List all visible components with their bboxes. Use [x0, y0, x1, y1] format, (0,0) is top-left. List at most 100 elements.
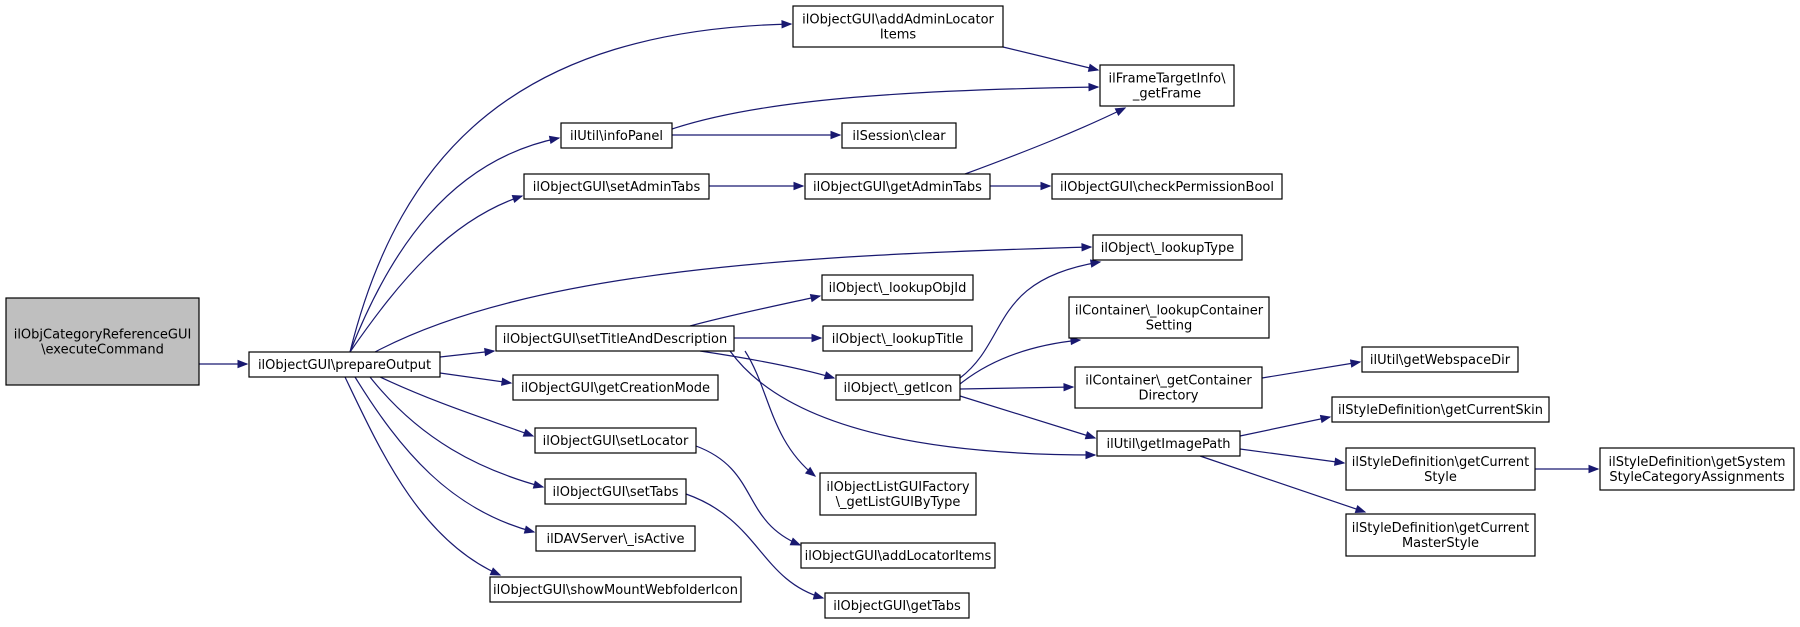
node-box: [835, 374, 961, 401]
edge-setTitleAndDescription-to-getListGUIByType: [744, 350, 817, 477]
node-box: [1096, 430, 1241, 457]
node-box: [534, 427, 697, 454]
node-checkPermissionBool[interactable]: ilObjectGUI\checkPermissionBool: [1051, 173, 1283, 200]
node-getWebspaceDir[interactable]: ilUtil\getWebspaceDir: [1361, 346, 1519, 373]
node-getIcon[interactable]: ilObject\_getIcon: [835, 374, 961, 401]
edge-line: [374, 246, 1092, 353]
node-box: [1099, 64, 1235, 107]
edge-root-to-prepareOutput: [199, 359, 249, 369]
node-label: ilSession\clear: [852, 129, 946, 144]
node-setLocator[interactable]: ilObjectGUI\setLocator: [534, 427, 697, 454]
node-box: [804, 173, 991, 200]
edge-setLocator-to-addLocatorItems: [695, 445, 802, 546]
edge-getImagePath-to-getCurrentSkin: [1239, 414, 1332, 437]
node-box: [1599, 447, 1795, 491]
node-sessionClear[interactable]: ilSession\clear: [841, 122, 957, 149]
edge-getIcon-to-getContainerDirectory: [959, 382, 1075, 392]
edge-line: [959, 261, 1101, 379]
edge-line: [689, 295, 821, 327]
node-lookupTitle[interactable]: ilObject\_lookupTitle: [822, 325, 973, 352]
edge-line: [959, 386, 1074, 390]
arrow-head: [809, 293, 822, 303]
edge-prepareOutput-to-lookupType: [374, 243, 1093, 353]
node-showMountWebfolderIcon[interactable]: ilObjectGUI\showMountWebfolderIcon: [489, 576, 742, 603]
node-lookupObjId[interactable]: ilObject\_lookupObjId: [821, 274, 974, 301]
node-label: _getFrame: [1132, 87, 1201, 102]
node-label: ilObjectGUI\checkPermissionBool: [1060, 180, 1274, 195]
edge-line: [439, 372, 512, 384]
node-infoPanel[interactable]: ilUtil\infoPanel: [560, 122, 673, 149]
arrow-head: [1334, 457, 1346, 466]
arrow-head: [1085, 450, 1097, 460]
node-label: ilDAVServer\_isActive: [546, 532, 684, 547]
edge-line: [685, 493, 824, 599]
arrow-head: [523, 525, 536, 534]
node-box: [1068, 296, 1270, 339]
node-label: ilContainer\_lookupContainer: [1075, 304, 1264, 319]
node-box: [1345, 447, 1536, 491]
edge-line: [959, 339, 1081, 385]
node-getFrame[interactable]: ilFrameTargetInfo\_getFrame: [1099, 64, 1235, 107]
node-getListGUIByType[interactable]: ilObjectListGUIFactory\_getListGUIByType: [819, 472, 977, 516]
edge-getIcon-to-getImagePath: [959, 395, 1097, 440]
edge-prepareOutput-to-davIsActive: [354, 376, 536, 534]
edge-prepareOutput-to-setTabs: [369, 376, 545, 489]
node-davIsActive[interactable]: ilDAVServer\_isActive: [535, 525, 696, 552]
node-box: [1051, 173, 1283, 200]
edge-getAdminTabs-to-getFrame: [964, 107, 1127, 175]
node-label: Directory: [1139, 389, 1199, 404]
node-label: ilObjectListGUIFactory: [826, 480, 970, 495]
arrow-head: [1040, 181, 1052, 191]
arrow-head: [484, 347, 496, 357]
node-box: [512, 374, 719, 401]
node-box: [822, 325, 973, 352]
edge-getCurrentStyle-to-getSystemStyleCategoryAssignments: [1535, 464, 1600, 474]
node-box: [544, 478, 687, 505]
node-setTabs[interactable]: ilObjectGUI\setTabs: [544, 478, 687, 505]
node-label: ilObjCategoryReferenceGUI: [14, 328, 192, 343]
node-setAdminTabs[interactable]: ilObjectGUI\setAdminTabs: [523, 173, 710, 200]
node-label: StyleCategoryAssignments: [1609, 470, 1785, 485]
arrow-head: [830, 130, 842, 140]
node-box: [523, 173, 710, 200]
node-label: ilObjectGUI\getCreationMode: [521, 381, 710, 396]
node-getAdminTabs[interactable]: ilObjectGUI\getAdminTabs: [804, 173, 991, 200]
edge-setTitleAndDescription-to-lookupTitle: [734, 333, 823, 343]
arrow-head: [548, 135, 561, 145]
node-box: [489, 576, 742, 603]
node-getImagePath[interactable]: ilUtil\getImagePath: [1096, 430, 1241, 457]
node-label: Setting: [1146, 319, 1193, 334]
node-prepareOutput[interactable]: ilObjectGUI\prepareOutput: [248, 351, 441, 378]
edge-prepareOutput-to-addAdminLocatorItems: [349, 19, 793, 353]
node-label: ilObjectGUI\setLocator: [543, 434, 689, 449]
node-root[interactable]: ilObjCategoryReferenceGUI\executeCommand: [5, 297, 200, 386]
edge-line: [379, 376, 534, 437]
edge-setTabs-to-getTabs: [685, 493, 825, 600]
node-label: MasterStyle: [1402, 536, 1479, 551]
node-getCreationMode[interactable]: ilObjectGUI\getCreationMode: [512, 374, 719, 401]
edge-line: [349, 195, 523, 353]
node-getTabs[interactable]: ilObjectGUI\getTabs: [824, 592, 970, 619]
edge-getContainerDirectory-to-getWebspaceDir: [1261, 359, 1362, 379]
edge-layer: [199, 19, 1600, 600]
node-getCurrentSkin[interactable]: ilStyleDefinition\getCurrentSkin: [1331, 396, 1550, 423]
node-addLocatorItems[interactable]: ilObjectGUI\addLocatorItems: [800, 542, 996, 569]
arrow-head: [823, 371, 836, 380]
node-getSystemStyleCategoryAssignments[interactable]: ilStyleDefinition\getSystemStyleCategory…: [1599, 447, 1795, 491]
node-box: [1074, 366, 1263, 409]
edge-getAdminTabs-to-checkPermissionBool: [990, 181, 1052, 191]
edge-getIcon-to-lookupType: [959, 259, 1102, 379]
node-label: \executeCommand: [41, 343, 164, 358]
node-label: ilUtil\getImagePath: [1106, 437, 1230, 452]
node-label: ilObjectGUI\showMountWebfolderIcon: [493, 583, 738, 598]
arrow-head: [793, 181, 805, 191]
node-lookupType[interactable]: ilObject\_lookupType: [1092, 234, 1243, 261]
node-setTitleAndDescription[interactable]: ilObjectGUI\setTitleAndDescription: [495, 325, 735, 352]
edge-line: [354, 376, 535, 533]
